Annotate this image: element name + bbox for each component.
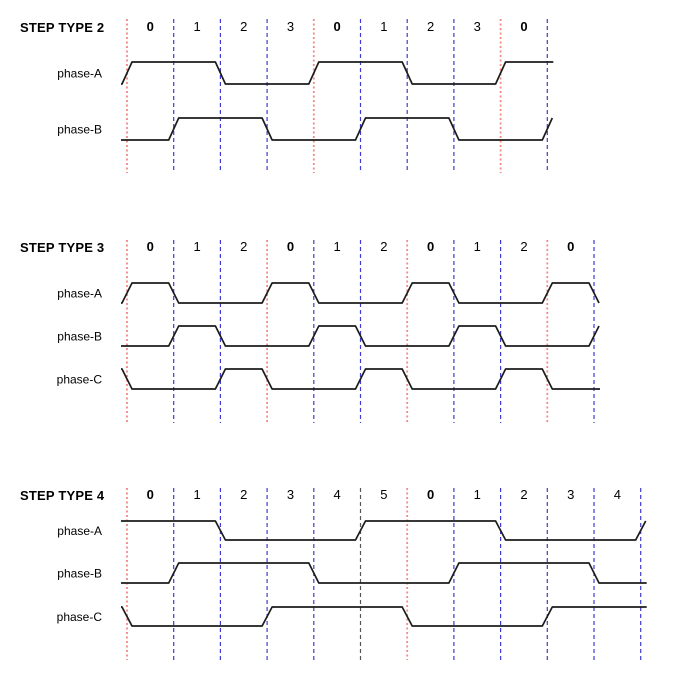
step-number-label: 4: [614, 487, 621, 502]
step-number-label: 2: [240, 239, 247, 254]
step-number-label: 0: [147, 239, 154, 254]
step-number-label: 3: [567, 487, 574, 502]
section-step-type-2: 0 1 2 3 0 1 2 3 0 phase-A phase-B: [57, 19, 554, 173]
waveform-phase-A: [121, 282, 600, 304]
section-title-step-type-2: STEP TYPE 2: [20, 20, 105, 35]
step-number-label: 1: [474, 239, 481, 254]
step-number-label: 0: [147, 487, 154, 502]
step-number-label: 1: [193, 19, 200, 34]
section-title-step-type-4: STEP TYPE 4: [20, 488, 105, 503]
step-number-label: 0: [520, 19, 527, 34]
step-number-label: 5: [380, 487, 387, 502]
step-number-label: 1: [333, 239, 340, 254]
waveform-phase-B: [121, 562, 647, 584]
phase-label: phase-B: [57, 330, 102, 344]
step-number-label: 0: [567, 239, 574, 254]
step-number-label: 1: [380, 19, 387, 34]
section-title-step-type-3: STEP TYPE 3: [20, 240, 105, 255]
step-number-label: 1: [193, 239, 200, 254]
waveform-phase-A: [121, 520, 647, 541]
step-number-label: 3: [287, 487, 294, 502]
step-number-label: 1: [474, 487, 481, 502]
waveform-phase-B: [121, 117, 554, 141]
step-number-label: 3: [474, 19, 481, 34]
step-number-label: 2: [240, 487, 247, 502]
step-number-label: 2: [380, 239, 387, 254]
step-number-label: 2: [520, 487, 527, 502]
phase-label: phase-A: [57, 67, 102, 81]
section-step-type-3: 0 1 2 0 1 2 0 1 2 0 phase-A phase-B phase-C: [57, 239, 600, 423]
phase-label: phase-B: [57, 123, 102, 137]
step-number-label: 0: [427, 487, 434, 502]
phase-label: phase-C: [57, 610, 103, 624]
step-number-label: 2: [520, 239, 527, 254]
waveform-phase-A: [121, 61, 554, 85]
waveform-phase-C: [121, 606, 647, 627]
phase-label: phase-A: [57, 287, 102, 301]
step-number-label: 0: [333, 19, 340, 34]
phase-label: phase-B: [57, 567, 102, 581]
phase-label: phase-A: [57, 524, 102, 538]
step-number-label: 0: [287, 239, 294, 254]
step-number-label: 4: [333, 487, 340, 502]
waveform-phase-C: [121, 368, 600, 390]
step-number-label: 3: [287, 19, 294, 34]
phase-label: phase-C: [57, 373, 103, 387]
step-number-label: 2: [427, 19, 434, 34]
step-number-label: 0: [147, 19, 154, 34]
section-step-type-4: 0 1 2 3 4 5 0 1 2 3 4 phase-A phase-B phase-C: [57, 487, 647, 660]
step-number-label: 1: [193, 487, 200, 502]
step-number-label: 2: [240, 19, 247, 34]
waveform-phase-B: [121, 325, 600, 347]
step-number-label: 0: [427, 239, 434, 254]
